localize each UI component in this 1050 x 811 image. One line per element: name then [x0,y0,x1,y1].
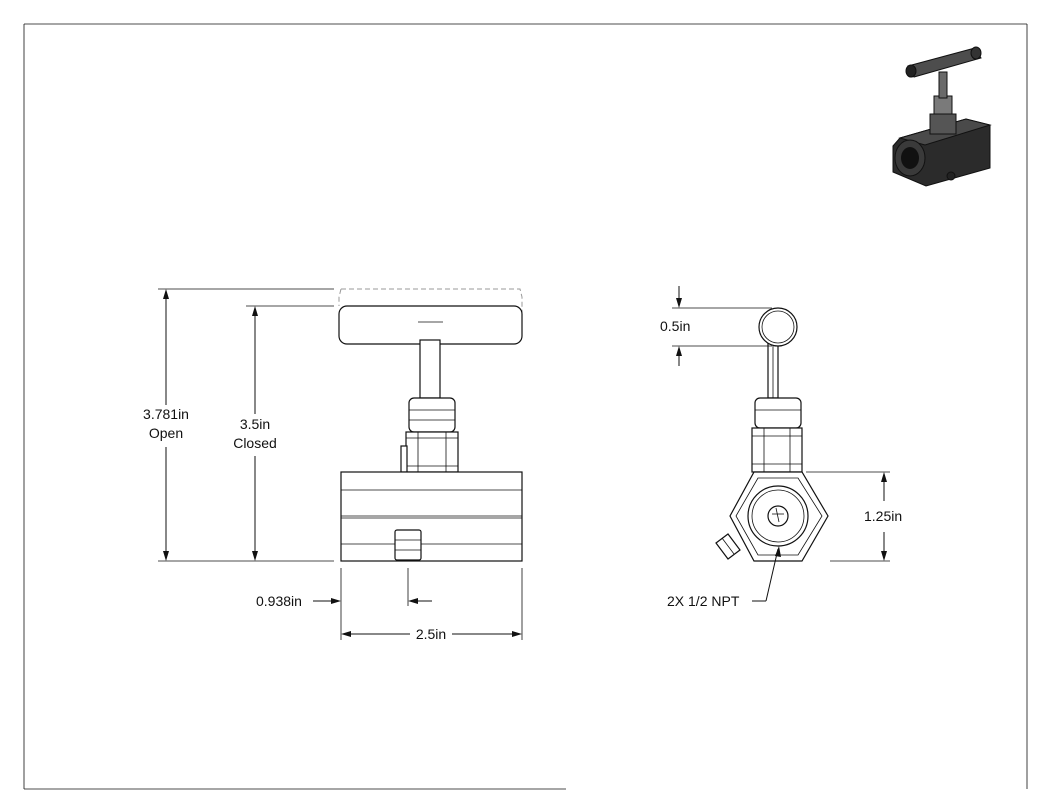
closed-height-label: Closed [233,435,277,451]
dim-closed-height: 3.5in Closed [233,305,334,561]
open-height-label: Open [149,425,183,441]
front-view [338,288,523,562]
isometric-valve-view [892,46,992,187]
dim-open-height: 3.781in Open [143,288,334,562]
side-view [715,307,829,562]
width-value: 2.5in [416,626,446,642]
dim-width: 2.5in [341,568,523,642]
body-hex-value: 1.25in [864,508,902,524]
dim-offset: 0.938in [256,568,432,640]
closed-height-value: 3.5in [240,416,270,432]
dim-body-hex: 1.25in [806,471,902,562]
handle-diameter-value: 0.5in [660,318,690,334]
drawing-border [23,23,1028,790]
port-callout: 2X 1/2 NPT [667,546,781,609]
port-callout-text: 2X 1/2 NPT [667,593,740,609]
offset-value: 0.938in [256,593,302,609]
open-height-value: 3.781in [143,406,189,422]
dim-handle-diameter: 0.5in [660,286,772,366]
